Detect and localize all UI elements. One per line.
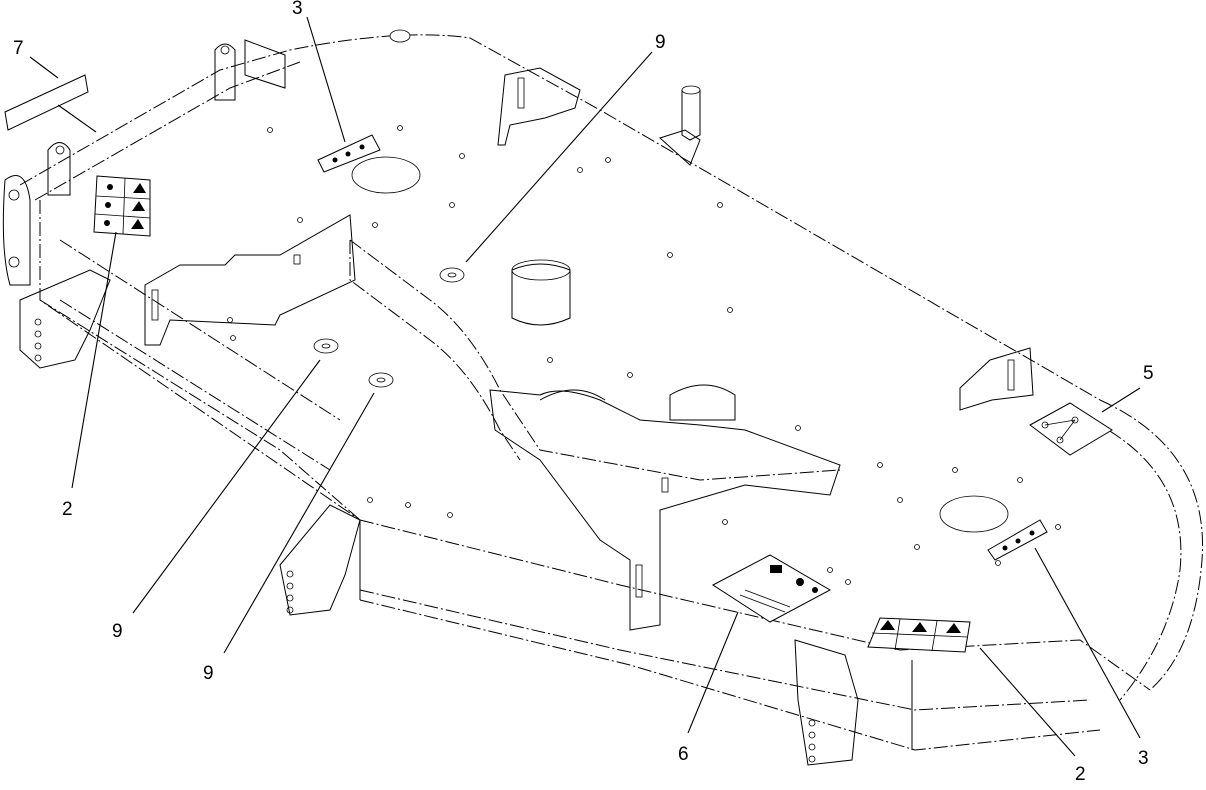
leader-7 <box>29 56 59 79</box>
washers <box>313 267 465 388</box>
decal-front-item-6 <box>712 554 832 623</box>
decal-warning-front-item-2 <box>867 617 971 653</box>
left-rear-hitch <box>2 39 286 286</box>
leader-3-right <box>1034 547 1141 739</box>
callout-9-left: 9 <box>112 621 123 642</box>
callout-9-top: 9 <box>655 32 666 53</box>
spindle-housings <box>351 29 1009 533</box>
leader-2-left <box>71 231 117 489</box>
callout-9-mid: 9 <box>203 663 214 684</box>
leader-6 <box>687 611 739 734</box>
leader-3-rear <box>306 16 346 143</box>
decal-warning-left-item-2 <box>93 175 151 237</box>
callout-6: 6 <box>678 744 689 765</box>
callout-2-front: 2 <box>1075 764 1086 785</box>
mower-deck <box>19 34 1204 751</box>
pivot-post <box>659 85 701 166</box>
leader-9-top <box>465 51 653 263</box>
decal-right-item-3 <box>987 519 1048 561</box>
center-baffle <box>489 389 841 631</box>
callout-2-left: 2 <box>62 499 73 520</box>
callout-3-right: 3 <box>1138 748 1149 769</box>
left-baffle <box>144 214 356 346</box>
callout-7: 7 <box>13 38 24 59</box>
left-front-hitch <box>19 269 111 369</box>
decal-right-item-5 <box>1029 402 1113 456</box>
callout-3-rear: 3 <box>292 0 303 19</box>
decal-strip-item-7 <box>4 74 89 131</box>
leader-9-mid <box>223 392 375 654</box>
decal-rear-item-3 <box>317 134 381 173</box>
leader-lines <box>29 16 1141 757</box>
leader-9-left <box>132 359 321 614</box>
right-front-hitch <box>794 639 859 766</box>
center-front-hitch <box>279 504 361 616</box>
callouts: 7 3 9 2 9 9 5 6 2 3 <box>13 0 1154 785</box>
rear-baffle-tab <box>497 67 581 146</box>
leader-5 <box>1101 387 1141 413</box>
leader-2-front <box>979 647 1076 757</box>
deck-holes <box>227 125 1061 585</box>
right-baffle-tab <box>959 347 1034 411</box>
callout-5: 5 <box>1143 363 1154 384</box>
leader-7b <box>57 104 97 133</box>
